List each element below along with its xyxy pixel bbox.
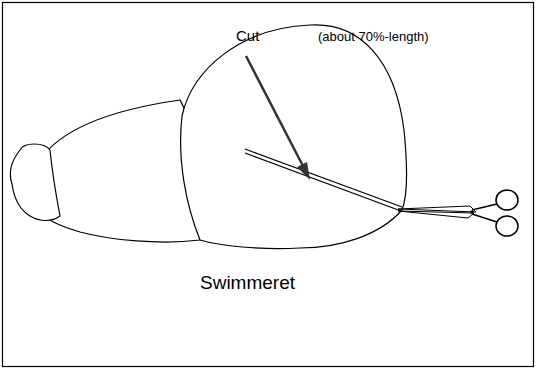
length-note: (about 70%-length) (318, 30, 429, 44)
base-segment (10, 144, 60, 221)
frame-border (3, 3, 534, 367)
scissors-arm (472, 214, 497, 222)
scissors-handle (496, 190, 518, 210)
arrow-head (297, 162, 310, 180)
blade-segment (181, 25, 407, 249)
middle-segment (40, 100, 200, 242)
cut-line (245, 149, 402, 207)
part-name: Swimmeret (200, 273, 295, 294)
scissors-pivot (470, 210, 474, 214)
scissors-arm (472, 204, 497, 210)
scissors-handle (496, 216, 518, 236)
pointer-arrow (246, 56, 303, 166)
scissors-blade (398, 211, 474, 218)
cut-line (245, 153, 401, 211)
cut-label: Cut (236, 28, 259, 45)
